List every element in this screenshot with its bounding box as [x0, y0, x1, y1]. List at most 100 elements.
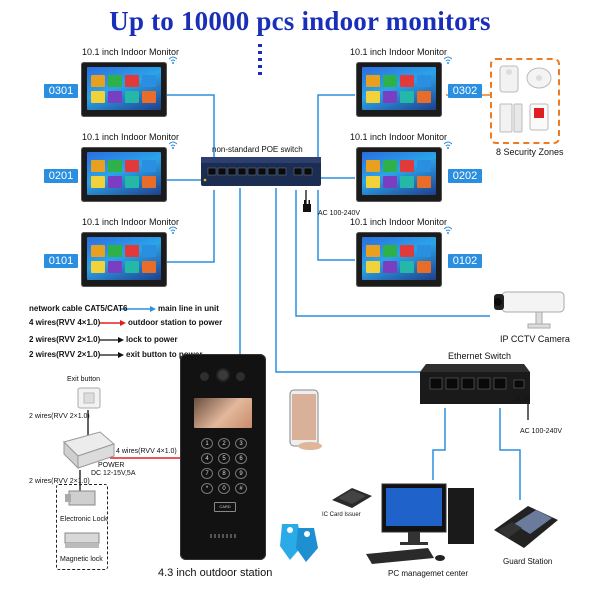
ip-camera: [494, 291, 565, 329]
app-tile: [383, 160, 397, 172]
app-tile: [125, 75, 139, 87]
app-tile: [142, 75, 156, 87]
diagram-title: Up to 10000 pcs indoor monitors: [109, 6, 491, 36]
keypad-key[interactable]: #: [235, 483, 247, 494]
wifi-icon: [169, 56, 177, 64]
keypad-key[interactable]: 2: [218, 438, 230, 449]
monitor-screen: [87, 152, 161, 195]
monitor-screen: [362, 67, 436, 110]
exit-button: [77, 387, 101, 409]
app-tile: [108, 176, 122, 188]
monitor-label-0302: 10.1 inch Indoor Monitor: [350, 47, 448, 57]
cable-main: [295, 190, 490, 317]
room-badge-0101: 0101: [44, 254, 78, 268]
exit-wire-label: 2 wires(RVV 2×1.0): [29, 413, 90, 420]
app-tile: [417, 261, 431, 273]
keypad-key[interactable]: 9: [235, 468, 247, 479]
guard-station-label: Guard Station: [503, 557, 553, 566]
app-tile: [108, 75, 122, 87]
power-supply: [63, 431, 115, 470]
app-tile: [383, 245, 397, 257]
poe-ac-label: AC 100-240V: [318, 210, 361, 217]
poe-switch-label: non-standard POE switch: [212, 145, 303, 154]
keypad-key[interactable]: 8: [218, 468, 230, 479]
monitor-screen: [362, 152, 436, 195]
wifi-icon: [169, 226, 177, 234]
app-tile: [142, 91, 156, 103]
app-tile: [142, 245, 156, 257]
wifi-icon: [444, 226, 452, 234]
smartphone: [289, 389, 322, 450]
app-tile: [91, 75, 105, 87]
app-tile: [125, 245, 139, 257]
app-tile: [91, 176, 105, 188]
arrow-lock: [118, 337, 124, 343]
app-tile: [366, 91, 380, 103]
power-spec: DC 12-15V,5A: [91, 470, 136, 477]
monitor-label-0102: 10.1 inch Indoor Monitor: [350, 217, 448, 227]
eth-port-label: DC 5V: [515, 397, 530, 403]
keypad-key[interactable]: 7: [201, 468, 213, 479]
indoor-monitor-0202: [356, 141, 452, 202]
ip-camera-label: IP CCTV Camera: [500, 334, 570, 344]
card-reader: CARD: [214, 502, 236, 512]
app-tile: [400, 176, 414, 188]
app-tile: [125, 261, 139, 273]
wifi-icon: [169, 141, 177, 149]
pc-label: PC managemet center: [388, 569, 469, 578]
speaker-grille: [210, 534, 236, 538]
app-tile: [125, 91, 139, 103]
app-tile: [91, 91, 105, 103]
rfid-tags: [280, 524, 318, 562]
station-wire-label: 4 wires(RVV 4×1.0): [116, 448, 177, 455]
outdoor-station-label: 4.3 inch outdoor station: [158, 567, 273, 579]
ethernet-switch: [420, 364, 530, 404]
security-zones-box: [490, 58, 560, 144]
cable-0101: [166, 190, 215, 263]
app-tile: [417, 176, 431, 188]
indoor-monitor-0201: [81, 141, 177, 202]
legend-exit-left: 2 wires(RVV 2×1.0): [29, 350, 101, 359]
keypad-key[interactable]: 6: [235, 453, 247, 464]
legend-lock-right: lock to power: [126, 335, 178, 344]
app-tile: [417, 160, 431, 172]
wifi-icon: [444, 141, 452, 149]
cable-0302: [317, 94, 355, 158]
lock-wire-label: 2 wires(RVV 2×1.0): [29, 478, 90, 485]
keypad-key[interactable]: 3: [235, 438, 247, 449]
room-badge-0301: 0301: [44, 84, 78, 98]
app-tile: [417, 75, 431, 87]
app-tile: [383, 91, 397, 103]
card-issuer: [332, 488, 372, 508]
app-tile: [383, 75, 397, 87]
pc-management-center: [366, 483, 474, 564]
app-tile: [366, 75, 380, 87]
room-badge-0202: 0202: [448, 169, 482, 183]
keypad-key[interactable]: 0: [218, 483, 230, 494]
card-issuer-label: IC Card Issuer: [322, 512, 361, 518]
keypad-key[interactable]: 4: [201, 453, 213, 464]
legend-network-left: network cable CAT5/CAT6: [29, 304, 128, 313]
app-tile: [366, 160, 380, 172]
security-devices: [499, 65, 552, 133]
app-tile: [400, 160, 414, 172]
legend-power-right: outdoor station to power: [128, 318, 223, 327]
keypad-key[interactable]: 5: [218, 453, 230, 464]
eth-ac-label: AC 100-240V: [520, 428, 563, 435]
security-zones-label: 8 Security Zones: [496, 147, 564, 157]
keypad-key[interactable]: *: [201, 483, 213, 494]
legend-power-left: 4 wires(RVV 4×1.0): [29, 318, 101, 327]
monitor-label-0202: 10.1 inch Indoor Monitor: [350, 132, 448, 142]
station-screen: [194, 398, 252, 428]
poe-switch: [201, 157, 321, 186]
room-badge-0302: 0302: [448, 84, 482, 98]
keypad-key[interactable]: 1: [201, 438, 213, 449]
app-tile: [142, 261, 156, 273]
lock-devices: [64, 490, 100, 548]
app-tile: [108, 245, 122, 257]
power-label: POWER: [98, 462, 125, 469]
room-badge-0102: 0102: [448, 254, 482, 268]
cable-guard: [499, 408, 521, 500]
